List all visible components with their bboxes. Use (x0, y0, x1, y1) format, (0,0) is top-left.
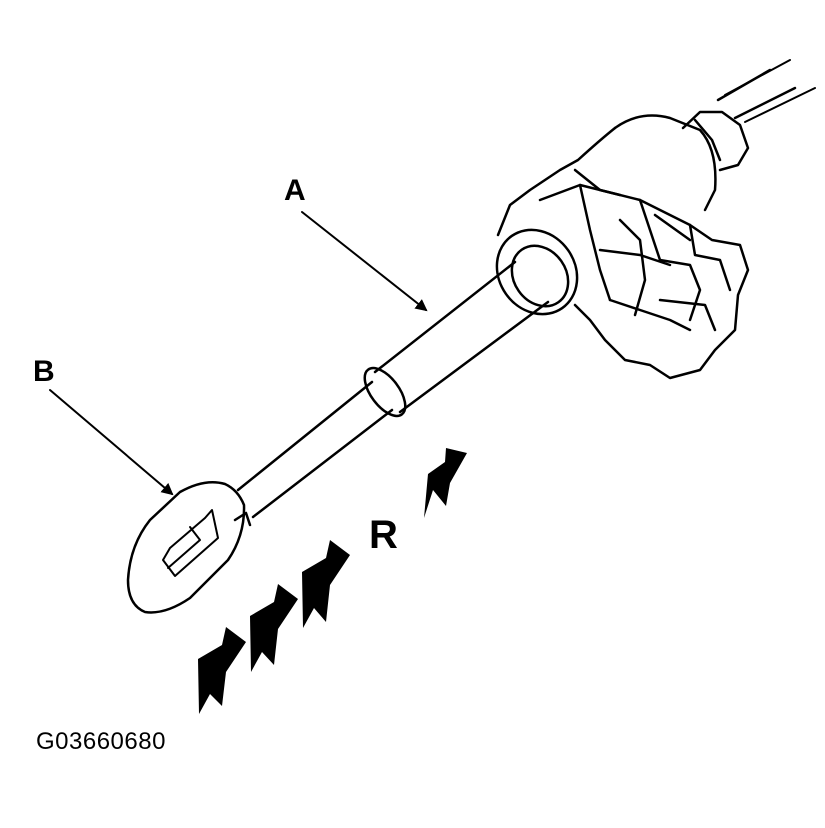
direction-label-r: R (369, 513, 398, 557)
direction-arrow-icon (198, 627, 246, 714)
outer-cable (716, 59, 816, 123)
direction-arrow-icon (424, 448, 467, 518)
rod-a (363, 260, 550, 418)
direction-arrow-icon (250, 584, 298, 672)
direction-arrow-icon (302, 540, 350, 628)
handle-b (126, 481, 252, 614)
callout-label-a: A (284, 174, 306, 207)
leader-line-b (49, 389, 174, 496)
figure-id: G03660680 (36, 728, 166, 755)
cable-bracket (495, 110, 750, 380)
leader-line-a (301, 211, 428, 312)
inner-rod (236, 380, 394, 519)
callout-label-b: B (33, 355, 55, 388)
